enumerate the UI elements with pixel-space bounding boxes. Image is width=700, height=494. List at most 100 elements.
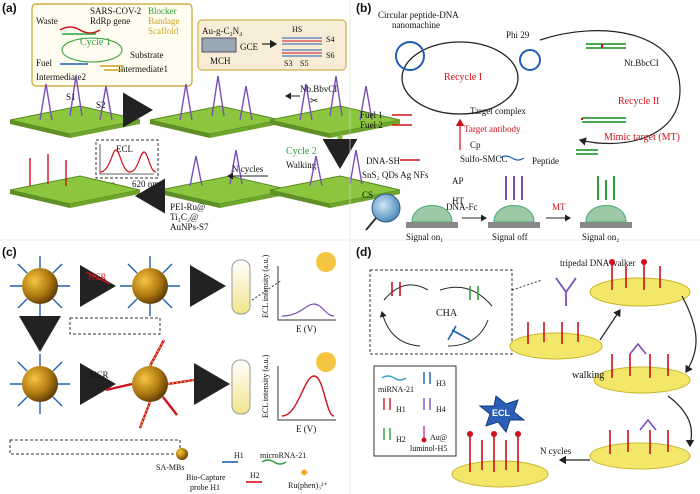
cp-label: Cp bbox=[470, 140, 481, 150]
plate-a1 bbox=[9, 105, 141, 138]
ecl-burst-icon bbox=[478, 395, 526, 434]
panel-c: (c) HCR ECL intensity (a.u.) E (V) HCR bbox=[2, 245, 336, 492]
probe-line2: Ti₃C₂@ bbox=[170, 212, 198, 222]
scaffold-label: Scaffold bbox=[148, 26, 179, 36]
s5-label: S5 bbox=[300, 59, 308, 68]
gene-label: RdRp gene bbox=[90, 16, 130, 26]
plate-d3 bbox=[593, 342, 691, 394]
plot-c1-ylabel: ECL intensity (a.u.) bbox=[261, 254, 270, 318]
duplex-marks bbox=[581, 44, 603, 120]
waste-strand bbox=[59, 26, 101, 34]
signal-on2-label: Signal on₂ bbox=[582, 232, 619, 242]
legend-d-h2: H2 bbox=[396, 435, 406, 444]
legend-d-h1: H1 bbox=[396, 405, 406, 414]
cycle1-box bbox=[31, 3, 193, 87]
signal-on1-label: Signal on₁ bbox=[406, 232, 443, 242]
nanomachine-ring bbox=[395, 41, 425, 71]
legend-h1: H1 bbox=[234, 451, 244, 460]
target-complex-label: Target complex bbox=[470, 106, 526, 116]
cross-mark bbox=[85, 271, 111, 285]
legend-d-h5a: Au@ bbox=[430, 433, 447, 442]
legend-d-mirna: miRNA-21 bbox=[378, 385, 414, 394]
ecl-label: ECL bbox=[116, 144, 133, 154]
cs-ball bbox=[371, 193, 401, 223]
panel-b: (b) Circular peptide-DNA nanomachine Phi… bbox=[356, 1, 681, 242]
hcr-chains-overlay bbox=[139, 339, 195, 429]
s-strands-red bbox=[282, 40, 322, 54]
legend-d-h1-icon bbox=[383, 398, 391, 410]
ecl-curve bbox=[99, 149, 157, 173]
duplex-strands bbox=[582, 43, 626, 123]
strands-a6 bbox=[309, 149, 363, 187]
cha-label: CHA bbox=[436, 308, 458, 319]
ht-label: HT bbox=[452, 196, 464, 206]
tube-2 bbox=[231, 359, 251, 415]
walker-label: tripedal DNA walker bbox=[560, 258, 635, 268]
ru-icon: ✸ bbox=[300, 468, 308, 479]
strands-a2 bbox=[179, 75, 253, 121]
tube-1 bbox=[231, 259, 251, 315]
bandage-label: Bandage bbox=[148, 16, 180, 26]
legend-mirna: microRNA-21 bbox=[260, 451, 306, 460]
legend-d-mirna-line bbox=[381, 375, 407, 381]
cs-label: CS bbox=[362, 190, 373, 200]
sars-label: SARS-COV-2 bbox=[90, 6, 141, 16]
arrow-d1 bbox=[681, 295, 697, 374]
gce-label: GCE bbox=[240, 42, 259, 52]
phi29-label: Phi 29 bbox=[506, 30, 530, 40]
sun-icon-1 bbox=[316, 252, 336, 272]
legend-d-box bbox=[373, 365, 457, 457]
plate-a3 bbox=[269, 105, 401, 138]
s1-label: S1 bbox=[66, 92, 76, 102]
mch-label: MCH bbox=[210, 56, 231, 66]
dna-fc-label: DNA-Fc bbox=[446, 202, 478, 212]
probes-1 bbox=[10, 256, 70, 316]
cycle2-label: Cycle 2 bbox=[286, 146, 317, 157]
s3-label: S3 bbox=[284, 59, 292, 68]
plate-d5 bbox=[451, 431, 549, 488]
strands-a1 bbox=[39, 75, 113, 121]
plot-c1-axes bbox=[277, 266, 336, 321]
ncycles-a-label: N cycles bbox=[232, 164, 264, 174]
legend-d-h4-icon bbox=[423, 398, 431, 410]
sa-bead-2 bbox=[132, 268, 168, 304]
panel-d: (d) CHA tripedal DNA walker walking bbox=[356, 245, 697, 488]
ecl-axes bbox=[99, 144, 154, 175]
mimic-strands bbox=[576, 149, 598, 155]
ap-label: AP bbox=[452, 176, 464, 186]
strands-a4 bbox=[29, 154, 67, 186]
cha-cycle bbox=[382, 284, 493, 347]
sulfo-label: Sulfo-SMCC bbox=[460, 154, 508, 164]
s-strands bbox=[282, 37, 322, 57]
plate-a2 bbox=[149, 105, 281, 138]
probes-2 bbox=[120, 256, 180, 316]
legend-d-h2-icon bbox=[383, 428, 391, 440]
probe-inset-1 bbox=[69, 317, 161, 335]
probe-line1: PEI-Ru@ bbox=[170, 202, 205, 212]
plate-d4 bbox=[589, 418, 691, 470]
ncycles-d-label: N cycles bbox=[540, 446, 572, 456]
walker-link bbox=[511, 279, 543, 291]
cha-hairpin-2 bbox=[469, 286, 479, 300]
magnifier-handle bbox=[365, 217, 377, 231]
legend-sa: SA-MBs bbox=[156, 463, 184, 472]
plot-c1-xlabel: E (V) bbox=[296, 324, 316, 334]
plate-d1 bbox=[589, 259, 691, 307]
nanomachine-line2: nanomachine bbox=[392, 20, 440, 30]
legend-h2: H2 bbox=[250, 471, 260, 480]
peptide-strand bbox=[499, 155, 525, 161]
plate-d2 bbox=[509, 322, 603, 360]
electrode-block bbox=[201, 37, 237, 53]
blocker-label: Blocker bbox=[148, 6, 177, 16]
electrode-title: Au-g-C₃N₄ bbox=[202, 26, 242, 36]
ecl-d-label: ECL bbox=[492, 408, 511, 418]
tripedal-walker bbox=[555, 277, 577, 306]
nt-label: Nt.BbcCI bbox=[624, 58, 659, 68]
arrow-d3 bbox=[667, 395, 695, 448]
substrate-label: Substrate bbox=[130, 50, 164, 60]
mimic-label: Mimic target (MT) bbox=[604, 132, 680, 143]
intermediate2-label: Intermediate2 bbox=[36, 72, 86, 82]
cha-hairpin-1 bbox=[391, 282, 401, 296]
